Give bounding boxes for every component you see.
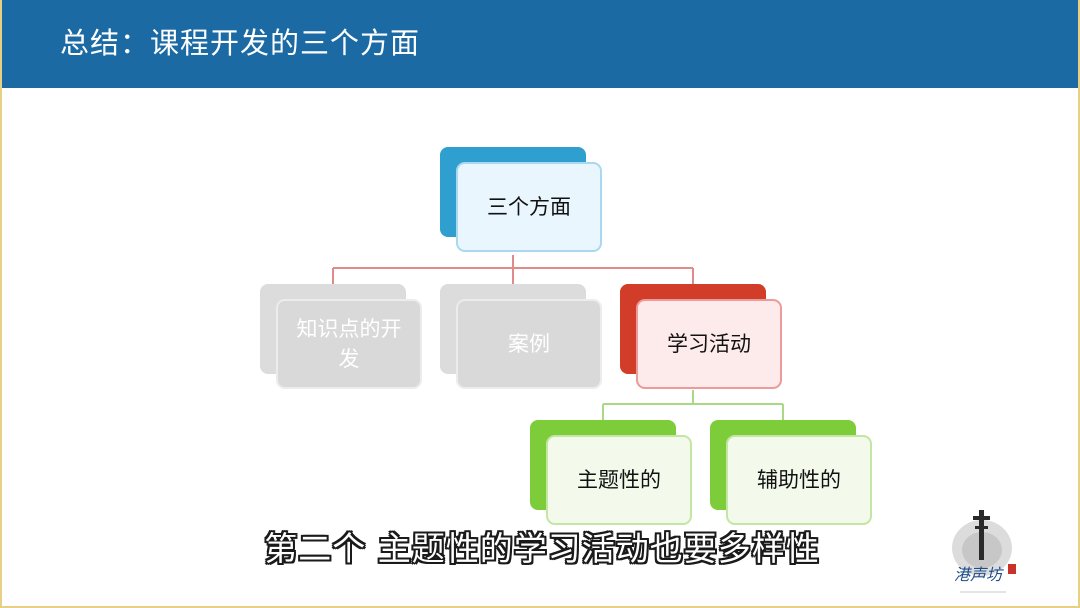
node-knowledge-points-label: 知识点的开发 [276, 299, 422, 389]
node-thematic-label: 主题性的 [546, 435, 692, 525]
node-root: 三个方面 [440, 147, 602, 252]
video-subtitle: 第二个 主题性的学习活动也要多样性 [264, 529, 820, 568]
node-learning-activities-label: 学习活动 [636, 299, 782, 389]
slide-header: 总结：课程开发的三个方面 [2, 0, 1078, 88]
node-knowledge-points: 知识点的开发 [260, 284, 422, 389]
watermark-figure-icon [979, 510, 984, 560]
node-thematic: 主题性的 [530, 420, 692, 525]
node-root-label: 三个方面 [456, 162, 602, 252]
node-auxiliary-label: 辅助性的 [726, 435, 872, 525]
node-cases: 案例 [440, 284, 602, 389]
slide-title: 总结：课程开发的三个方面 [60, 26, 421, 60]
node-auxiliary: 辅助性的 [710, 420, 872, 525]
watermark-seal-icon [1008, 564, 1016, 574]
node-cases-label: 案例 [456, 299, 602, 389]
watermark-text: 港声坊 [954, 565, 1005, 584]
watermark-logo: 港声坊 [952, 510, 1016, 593]
node-learning-activities: 学习活动 [620, 284, 782, 389]
